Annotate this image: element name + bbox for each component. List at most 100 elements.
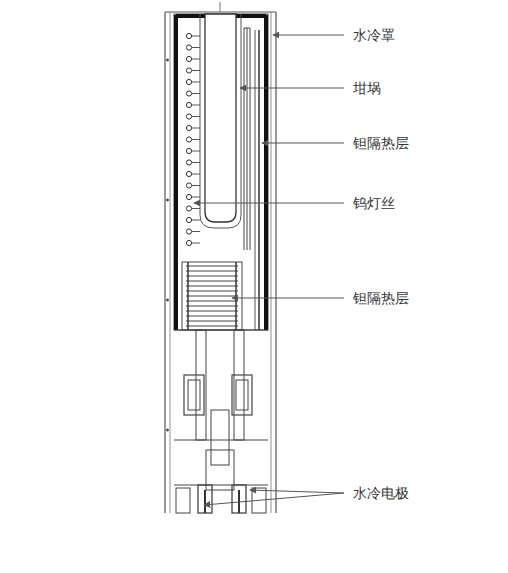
filament-wire: [192, 59, 200, 60]
electrode-clamp: [236, 380, 248, 410]
filament-wire: [192, 70, 200, 71]
filament-coil: [186, 125, 191, 130]
filament-coil: [186, 91, 191, 96]
filament-wire: [192, 47, 200, 48]
water-cooled-electrode: [198, 485, 212, 513]
bolt: [167, 429, 169, 431]
filament-coil: [186, 160, 191, 165]
filament-wire: [192, 82, 200, 83]
part-label: 水冷电极: [352, 485, 410, 502]
filament-wire: [247, 28, 248, 250]
filament-wire: [192, 116, 200, 117]
top-stem: [220, 2, 221, 12]
filament-wire: [244, 28, 250, 29]
filament-coil: [186, 183, 191, 188]
base-line: [174, 440, 268, 441]
filament-coil: [186, 33, 191, 38]
water-jacket: [271, 12, 272, 513]
part-label: 钽隔热层: [352, 290, 410, 307]
lower-shield-plate: [186, 281, 238, 282]
electrode-flange: [176, 488, 190, 513]
electrode-rod: [204, 490, 206, 513]
bolt: [167, 299, 169, 301]
water-jacket: [275, 12, 276, 513]
filament-coil: [186, 79, 191, 84]
lower-shield-plate: [186, 316, 238, 317]
electrode-clamp: [184, 375, 204, 415]
filament-wire: [192, 197, 200, 198]
lower-shield-plate: [186, 271, 238, 272]
electrode-clamp: [188, 380, 200, 410]
electrode-clamp: [232, 375, 252, 415]
filament-coil: [186, 217, 191, 222]
part-label: 坩埚: [352, 80, 382, 97]
tantalum-shield: [174, 15, 178, 330]
filament-wire: [192, 105, 200, 106]
filament-coil: [186, 229, 191, 234]
filament-wire: [192, 220, 200, 221]
part-label: 钨灯丝: [352, 195, 396, 212]
filament-wire: [192, 93, 200, 94]
bolt: [167, 199, 169, 201]
leader-line: [194, 203, 344, 204]
filament-wire: [192, 231, 200, 232]
crucible-holder: [200, 14, 241, 228]
lower-shield-plate: [186, 276, 238, 277]
water-cooled-electrode: [232, 485, 246, 513]
shield-outline: [174, 14, 268, 330]
filament-wire: [192, 243, 200, 244]
part-label: 钽隔热层: [352, 135, 410, 152]
leader-line: [204, 493, 344, 505]
filament-coil: [186, 148, 191, 153]
filament-coil: [186, 68, 191, 73]
filament-wire: [192, 185, 200, 186]
filament-coil: [186, 171, 191, 176]
filament-wire: [192, 36, 200, 37]
filament-coil: [186, 114, 191, 119]
lower-shield-plate: [186, 286, 238, 287]
filament-wire: [192, 128, 200, 129]
crucible: [205, 14, 236, 222]
filament-coil: [186, 45, 191, 50]
lower-shield-outline: [182, 262, 242, 330]
bolt: [167, 59, 169, 61]
lower-shield-plate: [186, 291, 238, 292]
leader-line: [232, 298, 344, 299]
leader-line: [250, 490, 344, 493]
base-line: [174, 330, 268, 331]
lower-shield-plate: [186, 321, 238, 322]
leader-line: [273, 35, 344, 36]
filament-wire: [192, 151, 200, 152]
leader-line: [240, 88, 344, 89]
lower-shield-side: [187, 262, 189, 330]
filament-wire: [250, 28, 251, 250]
lower-shield-plate: [186, 326, 238, 327]
filament-coil: [186, 56, 191, 61]
leader-line: [262, 143, 344, 144]
part-label: 水冷罩: [352, 27, 396, 44]
center-post: [211, 410, 229, 465]
base-line: [174, 485, 268, 486]
filament-wire: [192, 139, 200, 140]
filament-coil: [186, 206, 191, 211]
filament-coil: [186, 102, 191, 107]
tantalum-shield-inner: [258, 30, 260, 330]
lower-shield-plate: [186, 266, 238, 267]
filament-coil: [186, 137, 191, 142]
water-jacket: [170, 12, 171, 513]
water-jacket: [164, 12, 165, 513]
filament-wire: [192, 174, 200, 175]
filament-coil: [186, 194, 191, 199]
tantalum-shield: [264, 15, 268, 330]
lower-shield-plate: [186, 296, 238, 297]
tantalum-shield-inner: [255, 30, 256, 330]
filament-wire: [192, 208, 200, 209]
lower-shield-plate: [186, 311, 238, 312]
filament-wire: [244, 28, 245, 250]
lower-shield-plate: [186, 306, 238, 307]
lower-shield-side: [235, 262, 237, 330]
filament-coil: [186, 240, 191, 245]
center-post: [206, 450, 234, 490]
filament-wire: [192, 162, 200, 163]
